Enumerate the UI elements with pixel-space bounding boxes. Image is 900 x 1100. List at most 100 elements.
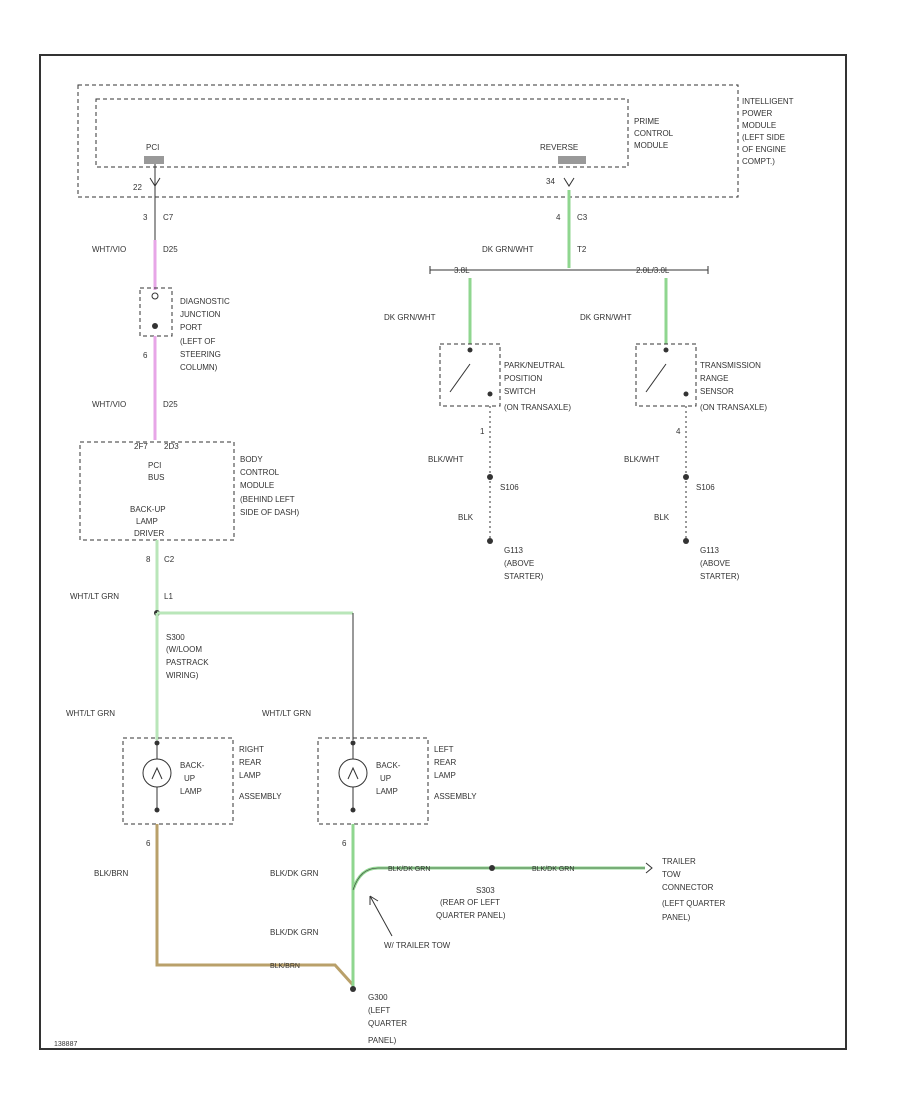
pcm-label-line: MODULE <box>634 141 668 150</box>
trs-switch-box <box>635 343 697 407</box>
trailer-branch-line <box>352 867 645 891</box>
footer-id: 138887 <box>54 1041 77 1048</box>
djp-label: DIAGNOSTIC JUNCTION PORT (LEFT OF STEERI… <box>180 297 230 372</box>
trailer-label-line: PANEL) <box>662 913 691 922</box>
right-lamp-bulb <box>142 758 172 788</box>
pns-label: PARK/NEUTRAL POSITION SWITCH (ON TRANSAX… <box>504 361 571 412</box>
pci-lower-color: WHT/VIO <box>92 400 126 409</box>
s300-label-line: (W/LOOM <box>166 645 202 654</box>
trs-label-line: TRANSMISSION <box>700 361 761 370</box>
bcm-backup-driver: DRIVER <box>134 529 164 538</box>
bcm-label: BODY CONTROL MODULE (BEHIND LEFT SIDE OF… <box>240 455 299 517</box>
trailer-label-line: TRAILER <box>662 857 696 866</box>
djp-terminal <box>152 323 158 329</box>
left-lamp-box <box>317 737 429 825</box>
trs-wire-color-lower: BLK/WHT <box>624 455 660 464</box>
trs-wire-color: DK GRN/WHT <box>580 313 632 322</box>
ipm-outer-box <box>77 84 739 198</box>
s303-label-line: (REAR OF LEFT <box>440 898 500 907</box>
right-lamp-inner: UP <box>184 774 195 783</box>
djp-terminal <box>151 292 159 300</box>
reverse-terminal <box>558 156 586 164</box>
trs-ground-line: STARTER) <box>700 572 740 581</box>
branch-left-label: 3.8L <box>454 266 470 275</box>
pns-contact <box>487 391 493 397</box>
pns-label-line: PARK/NEUTRAL <box>504 361 565 370</box>
pci-wire-circuit: D25 <box>163 245 178 254</box>
s300-label-line: PASTRACK <box>166 658 209 667</box>
pns-label-line: POSITION <box>504 374 542 383</box>
bcm-backup-driver: LAMP <box>136 517 158 526</box>
trs-label: TRANSMISSION RANGE SENSOR (ON TRANSAXLE) <box>700 361 767 412</box>
splice-s303-dot <box>489 865 495 871</box>
trailer-label: TRAILER TOW CONNECTOR (LEFT QUARTER PANE… <box>662 857 725 922</box>
ipm-label-line: INTELLIGENT <box>742 97 794 106</box>
pns-ground-wire-color: BLK <box>458 513 474 522</box>
trs-label-line: (ON TRANSAXLE) <box>700 403 767 412</box>
djp-label-line: DIAGNOSTIC <box>180 297 230 306</box>
djp-label-line: COLUMN) <box>180 363 218 372</box>
trs-ground-line: G113 <box>700 546 720 555</box>
right-lamp-label: RIGHT REAR LAMP ASSEMBLY <box>239 745 282 801</box>
ipm-pin-left: 22 <box>133 183 142 192</box>
pci-lower-circuit: D25 <box>163 400 178 409</box>
s300-label-line: WIRING) <box>166 671 199 680</box>
bcm-pci-bus: PCI <box>148 461 161 470</box>
bcm-out-color: WHT/LT GRN <box>70 592 119 601</box>
rev-wire-circuit: T2 <box>577 245 587 254</box>
trailer-wire-2: BLK/DK GRN <box>532 866 574 873</box>
right-ground-pin: 6 <box>146 839 151 848</box>
pcm-reverse-label: REVERSE <box>540 143 578 152</box>
pci-terminal <box>144 156 164 164</box>
right-lamp-filament <box>151 766 163 780</box>
ground-g300-dot <box>350 986 356 992</box>
ipm-label-line: POWER <box>742 109 772 118</box>
bcm-label-line: MODULE <box>240 481 274 490</box>
bcm-pci-bus: BUS <box>148 473 164 482</box>
left-lamp-label-line: ASSEMBLY <box>434 792 477 801</box>
g300-label-line: PANEL) <box>368 1036 397 1045</box>
s300-label-line: S300 <box>166 633 185 642</box>
right-lamp-label-line: RIGHT <box>239 745 264 754</box>
djp-label-line: (LEFT OF <box>180 337 216 346</box>
right-lamp-inner: BACK- <box>180 761 205 770</box>
splice-s300-label: S300 (W/LOOM PASTRACK WIRING) <box>166 633 209 680</box>
ipm-label-line: (LEFT SIDE <box>742 133 785 142</box>
bcm-label-line: (BEHIND LEFT <box>240 495 295 504</box>
pns-ground-line: G113 <box>504 546 524 555</box>
pns-ground-dot <box>487 538 493 544</box>
trs-label-line: RANGE <box>700 374 728 383</box>
pns-wire-color: DK GRN/WHT <box>384 313 436 322</box>
right-lamp-label-line: ASSEMBLY <box>239 792 282 801</box>
djp-box <box>139 287 173 337</box>
left-ground-pin: 6 <box>342 839 347 848</box>
right-lamp-label-line: REAR <box>239 758 261 767</box>
ipm-label: INTELLIGENT POWER MODULE (LEFT SIDE OF E… <box>742 97 794 166</box>
pcm-label: PRIME CONTROL MODULE <box>634 117 674 150</box>
bcm-label-line: CONTROL <box>240 468 280 477</box>
g300-label-line: G300 <box>368 993 388 1002</box>
pns-ground-line: STARTER) <box>504 572 544 581</box>
diagram-frame <box>39 54 847 1050</box>
bcm-label-line: BODY <box>240 455 263 464</box>
ipm-label-line: OF ENGINE <box>742 145 786 154</box>
ipm-label-line: COMPT.) <box>742 157 775 166</box>
pci-top-conn: C7 <box>163 213 174 222</box>
left-ground-color: BLK/DK GRN <box>270 869 319 878</box>
djp-label-line: PORT <box>180 323 202 332</box>
bcm-backup-driver: BACK-UP <box>130 505 166 514</box>
pns-splice-dot <box>487 474 493 480</box>
djp-label-line: STEERING <box>180 350 221 359</box>
pcm-pci-label: PCI <box>146 143 159 152</box>
pns-blade <box>449 363 471 393</box>
trailer-label-line: TOW <box>662 870 681 879</box>
trs-label-line: SENSOR <box>700 387 734 396</box>
trs-ground-wire-color: BLK <box>654 513 670 522</box>
s303-label-line: QUARTER PANEL) <box>436 911 506 920</box>
s303-label-line: S303 <box>476 886 495 895</box>
right-lamp-label-line: LAMP <box>239 771 261 780</box>
rev-conn: C3 <box>577 213 588 222</box>
left-lower-color: BLK/DK GRN <box>270 928 319 937</box>
pns-ground-line: (ABOVE <box>504 559 534 568</box>
pcm-label-line: CONTROL <box>634 129 674 138</box>
